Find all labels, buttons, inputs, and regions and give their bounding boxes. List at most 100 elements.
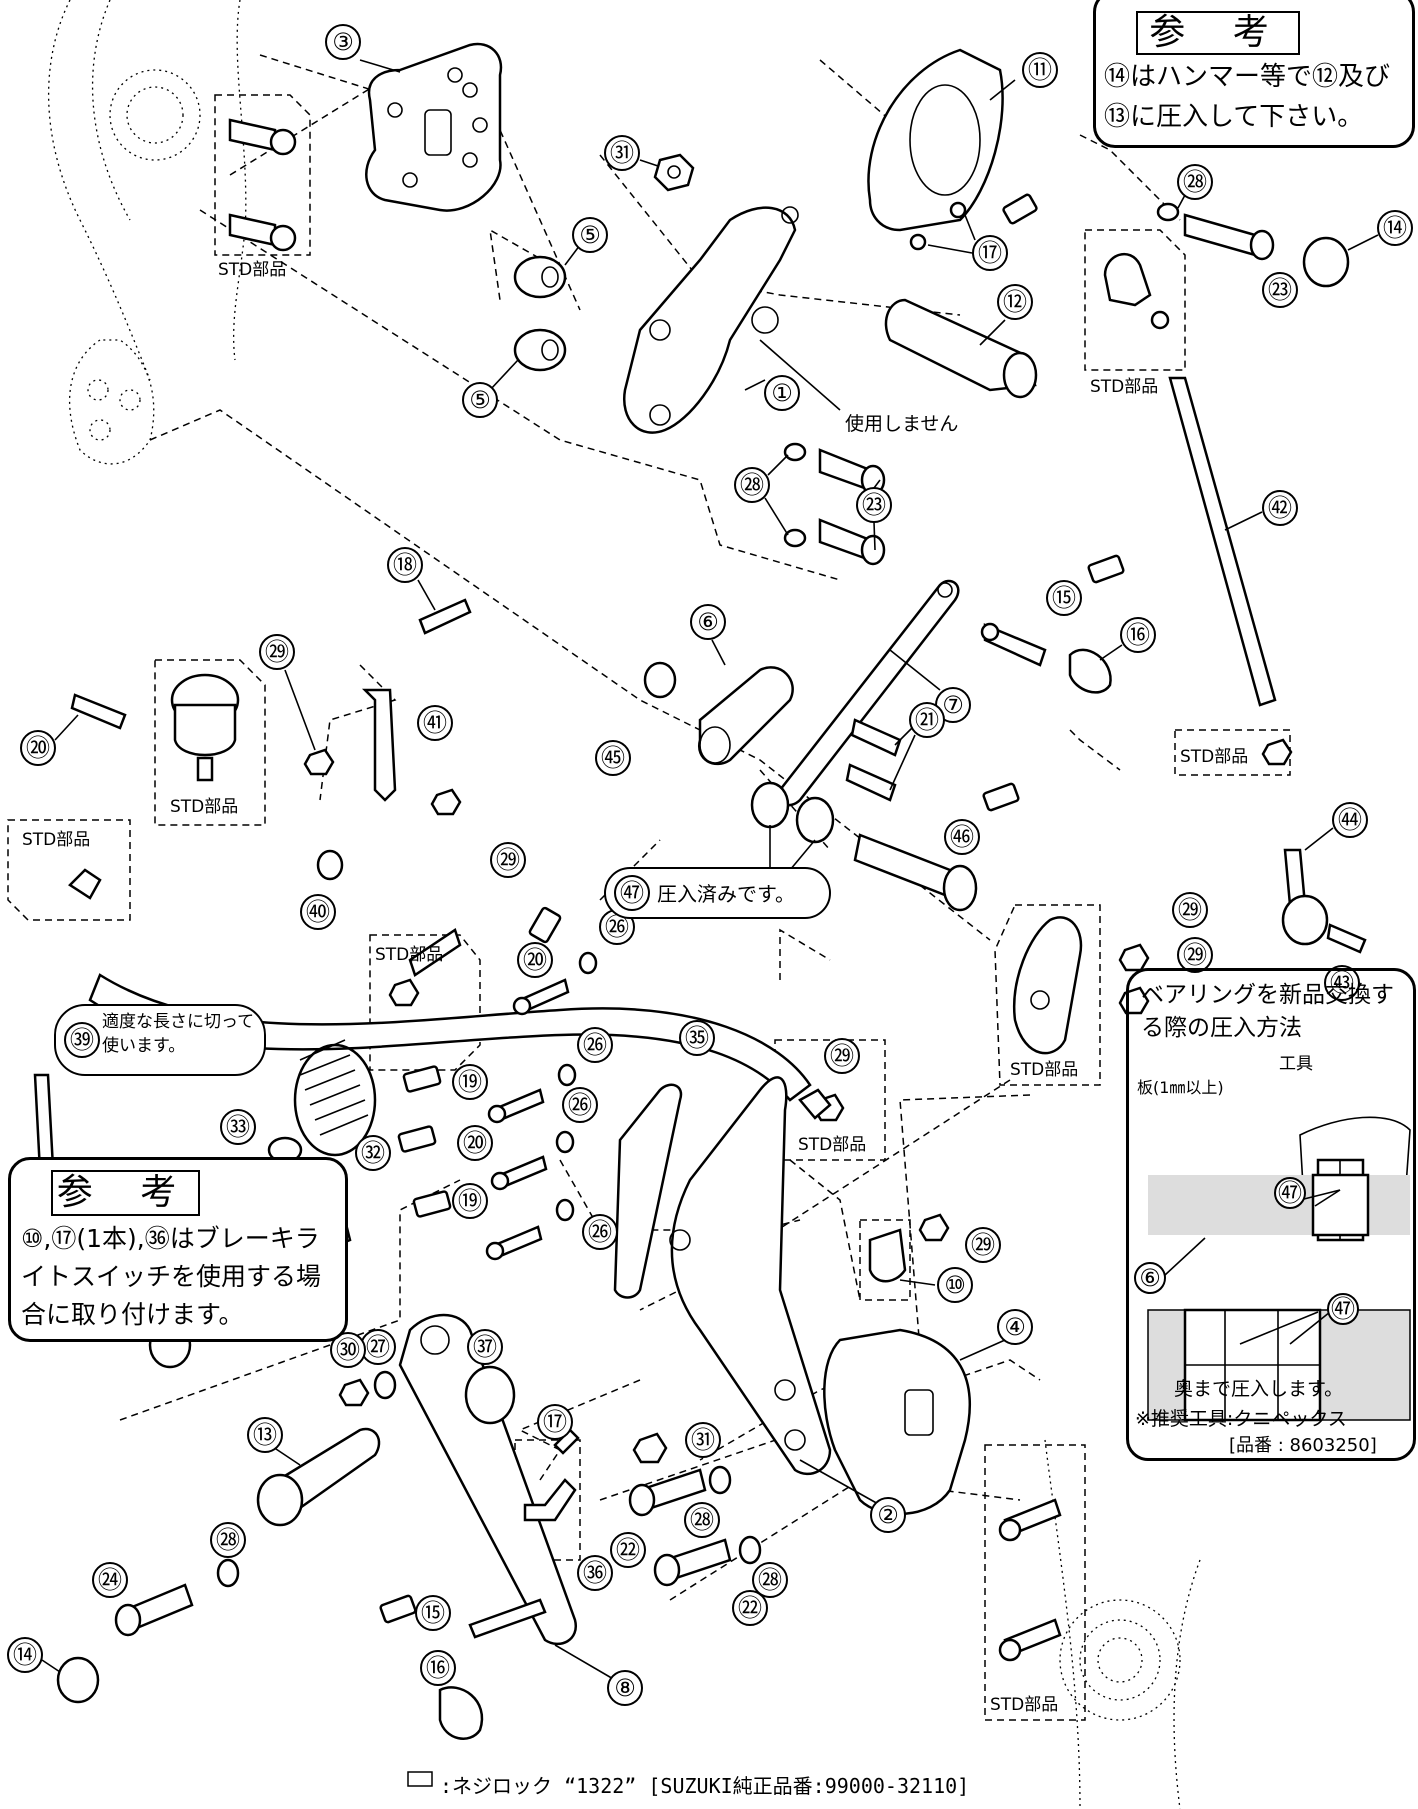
callout-21: ㉑ xyxy=(889,702,945,791)
bearing-plate-label: 板(1㎜以上) xyxy=(1137,1078,1224,1097)
callout-29d: ㉙ xyxy=(1177,937,1213,973)
part-29-nut-a xyxy=(303,748,335,776)
part-42-shift-rod xyxy=(1168,376,1277,707)
bracket-std-right xyxy=(1012,916,1083,1055)
part-17-screws-upper xyxy=(909,193,1038,251)
callout-26b: ㉖ xyxy=(577,1027,613,1063)
callout-11: ⑪ xyxy=(989,52,1058,101)
bearing-part-number: [品番 : 8603250] xyxy=(1229,1435,1377,1456)
svg-text:⑯: ⑯ xyxy=(1126,621,1150,649)
part-14-cap-lower xyxy=(56,1656,100,1704)
part-29-nut-b xyxy=(430,788,462,816)
part-5-collar-lower xyxy=(513,328,567,372)
callout-22a: ㉒ xyxy=(610,1532,646,1568)
svg-text:㉙: ㉙ xyxy=(830,1042,854,1070)
part-8-brake-lever xyxy=(398,1313,578,1646)
svg-text:㉑: ㉑ xyxy=(915,706,939,734)
std-label-bolts: STD部品 xyxy=(990,1695,1058,1715)
callout-19a: ⑲ xyxy=(452,1064,488,1100)
part-1-main-bracket xyxy=(622,206,799,434)
callout-28c: ㉘ xyxy=(210,1522,246,1558)
svg-text:㉔: ㉔ xyxy=(98,1566,122,1594)
part-44-rod-end xyxy=(1281,848,1329,946)
svg-text:⑦: ⑦ xyxy=(942,691,964,719)
callout-29f: ㉙ xyxy=(965,1227,1001,1263)
svg-text:圧入済みです。: 圧入済みです。 xyxy=(657,882,795,906)
std-label: STD部品 xyxy=(218,260,286,280)
svg-text:⑲: ⑲ xyxy=(458,1187,482,1215)
svg-text:㉘: ㉘ xyxy=(216,1526,240,1554)
svg-text:⑰: ⑰ xyxy=(543,1408,567,1436)
part-29-nut-lower xyxy=(813,1093,950,1242)
svg-text:⑳: ⑳ xyxy=(26,734,50,762)
part-5-collar-upper xyxy=(513,255,567,299)
bolt-std-top xyxy=(228,118,297,156)
std-box-bracket-right xyxy=(994,904,1101,1086)
svg-text:㊴: ㊴ xyxy=(70,1026,94,1054)
bolt-std-bottom xyxy=(228,213,297,252)
callout-46: ㊻ xyxy=(944,819,980,855)
svg-text:㉖: ㉖ xyxy=(588,1218,612,1246)
svg-text:㉘: ㉘ xyxy=(690,1506,714,1534)
part-37-collar xyxy=(464,1365,516,1425)
frame-outline-bottom-right xyxy=(1044,1439,1201,1809)
svg-text:㉝: ㉝ xyxy=(226,1113,250,1141)
std-box-reservoir xyxy=(154,659,266,826)
callout-37: ㊲ xyxy=(467,1329,503,1365)
callout-16a: ⑯ xyxy=(1099,617,1156,661)
svg-text:⑭: ⑭ xyxy=(13,1641,37,1669)
part-15-pin-upper xyxy=(980,554,1125,667)
callout-33: ㉝ xyxy=(220,1109,256,1145)
callout-20b: ⑳ xyxy=(517,942,553,978)
callout-6: ⑥ xyxy=(690,604,726,666)
callout-32: ㉜ xyxy=(355,1135,391,1171)
callout-29c: ㉙ xyxy=(1172,892,1208,928)
std-label-switch: STD部品 xyxy=(375,945,443,965)
hose-note-bubble: ㊴ 適度な長さに切って使います。 xyxy=(54,1004,266,1076)
part-13-footpeg-lower xyxy=(256,1427,381,1527)
callout-20c: ⑳ xyxy=(457,1125,493,1161)
std-box-bracket-10 xyxy=(859,1219,911,1301)
callout-8: ⑧ xyxy=(554,1644,643,1706)
svg-text:㉒: ㉒ xyxy=(738,1594,762,1622)
svg-text:⑲: ⑲ xyxy=(458,1068,482,1096)
part-30-nut xyxy=(338,1378,370,1407)
part-18-bolt xyxy=(418,598,472,635)
callout-16b: ⑯ xyxy=(420,1650,456,1686)
reservoir-std xyxy=(170,673,240,782)
part-36-bracket xyxy=(523,1478,577,1522)
svg-text:㉙: ㉙ xyxy=(1183,941,1207,969)
svg-text:㊻: ㊻ xyxy=(950,823,974,851)
svg-text:④: ④ xyxy=(1004,1313,1026,1341)
svg-text:②: ② xyxy=(877,1501,899,1529)
callout-23b: ㉓ xyxy=(856,479,892,551)
callout-2: ② xyxy=(799,1459,906,1533)
part-47-bearings xyxy=(750,781,835,844)
part-39-hose xyxy=(88,973,812,1102)
part-31-nut-lower xyxy=(632,1432,668,1464)
callout-40: ㊵ xyxy=(300,894,336,930)
svg-text:㉖: ㉖ xyxy=(568,1091,592,1119)
callout-15b: ⑮ xyxy=(415,1595,451,1631)
svg-text:⑮: ⑮ xyxy=(421,1599,445,1627)
std-box-ball-joint xyxy=(1084,229,1186,371)
svg-text:⑤: ⑤ xyxy=(469,386,491,414)
svg-text:㉙: ㉙ xyxy=(265,638,289,666)
callout-1: ① xyxy=(744,375,800,411)
part-2-main-bracket-lower xyxy=(669,1076,832,1476)
svg-text:⑤: ⑤ xyxy=(579,221,601,249)
note-left-text: ⑩,⑰(1本),㊱はブレーキライトスイッチを使用する場合に取り付けます。 xyxy=(21,1224,322,1329)
callout-36: ㊱ xyxy=(577,1555,613,1591)
svg-text:㉘: ㉘ xyxy=(740,471,764,499)
part-27-washer xyxy=(373,1370,397,1400)
clip-std-left xyxy=(68,868,102,900)
part-28-washers-lower xyxy=(708,1465,762,1565)
callout-41: ㊶ xyxy=(417,705,453,741)
callout-29a: ㉙ xyxy=(259,634,316,751)
part-26-washers xyxy=(555,951,598,1222)
svg-text:㉓: ㉓ xyxy=(1268,276,1292,304)
callout-17b: ⑰ xyxy=(537,1404,573,1440)
callouts: ① ② ③ ④ ⑤ ⑤ ⑥ ⑦ ⑧ ⑨ ⑩ ⑪ ⑫ ⑬ ⑭ ⑭ ⑮ ⑮ ⑯ ⑯ … xyxy=(7,24,1413,1706)
callout-28b: ㉘ xyxy=(734,454,789,536)
